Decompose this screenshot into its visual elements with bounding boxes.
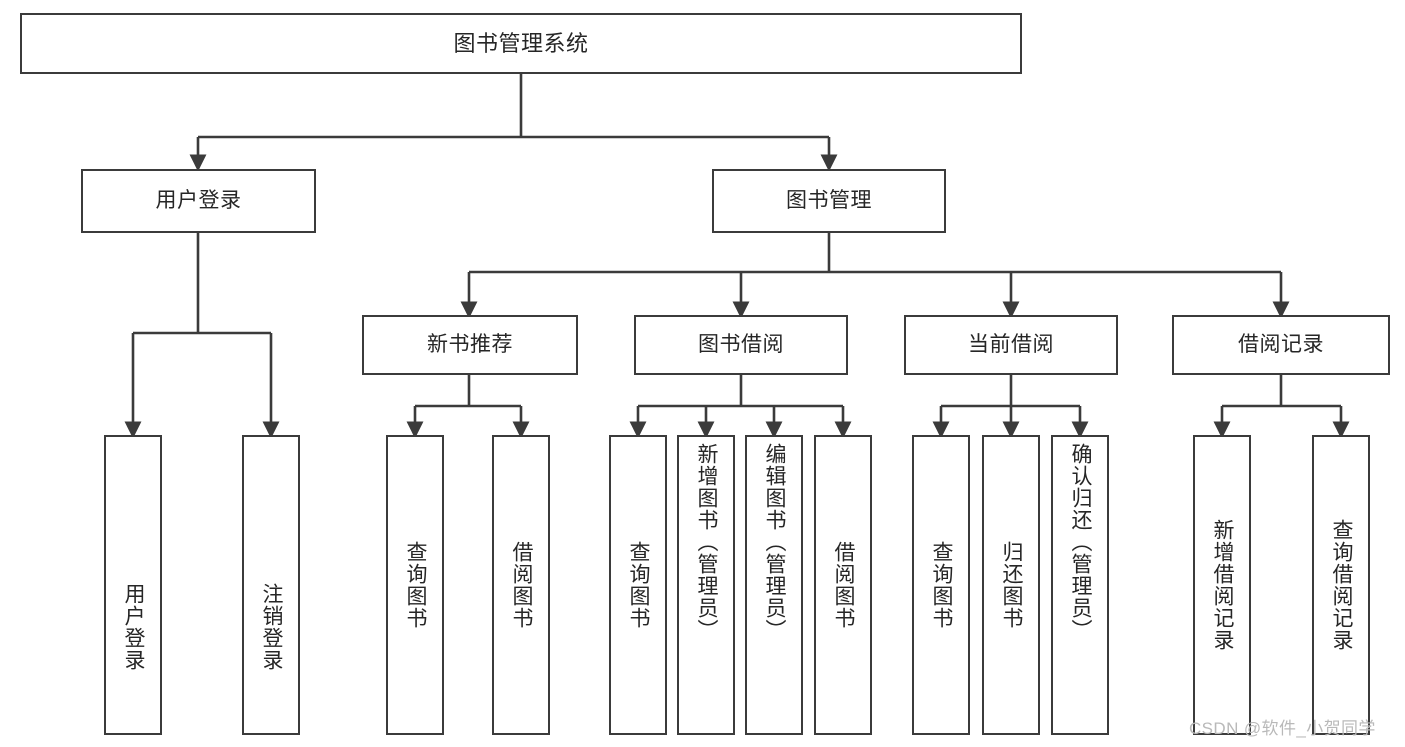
node-label: 借阅图书 bbox=[510, 541, 534, 629]
leaf-query-book-borrow[interactable]: 查询图书 bbox=[609, 435, 667, 735]
node-label: 查询图书 bbox=[627, 541, 651, 629]
leaf-query-book-current[interactable]: 查询图书 bbox=[912, 435, 970, 735]
leaf-logout-login[interactable]: 注销登录 bbox=[242, 435, 300, 735]
leaf-query-book-recommend[interactable]: 查询图书 bbox=[386, 435, 444, 735]
node-label: 归还图书 bbox=[1000, 541, 1024, 629]
node-borrow-record[interactable]: 借阅记录 bbox=[1172, 315, 1390, 375]
node-current-borrow[interactable]: 当前借阅 bbox=[904, 315, 1118, 375]
node-label: 用户登录 bbox=[155, 188, 242, 212]
node-label: 图书借阅 bbox=[698, 332, 784, 356]
leaf-user-login[interactable]: 用户登录 bbox=[104, 435, 162, 735]
node-label: 新增图书（管理员） bbox=[695, 443, 719, 641]
node-book-borrow[interactable]: 图书借阅 bbox=[634, 315, 848, 375]
node-label: 编辑图书（管理员） bbox=[763, 443, 787, 641]
node-label: 新书推荐 bbox=[427, 332, 513, 356]
leaf-edit-book-admin[interactable]: 编辑图书（管理员） bbox=[745, 435, 803, 735]
node-label: 图书管理 bbox=[786, 188, 872, 212]
node-label: 查询图书 bbox=[404, 541, 428, 629]
watermark-text: CSDN @软件_小贺同学 bbox=[1189, 719, 1376, 738]
leaf-add-book-admin[interactable]: 新增图书（管理员） bbox=[677, 435, 735, 735]
node-label: 当前借阅 bbox=[968, 332, 1054, 356]
leaf-return-book[interactable]: 归还图书 bbox=[982, 435, 1040, 735]
leaf-borrow-book-borrow[interactable]: 借阅图书 bbox=[814, 435, 872, 735]
node-label: 确认归还（管理员） bbox=[1069, 443, 1093, 641]
node-label: 图书管理系统 bbox=[453, 30, 589, 56]
node-root-book-management-system[interactable]: 图书管理系统 bbox=[20, 13, 1022, 74]
node-label: 新增借阅记录 bbox=[1211, 519, 1235, 651]
node-user-login[interactable]: 用户登录 bbox=[81, 169, 316, 233]
leaf-add-borrow-record[interactable]: 新增借阅记录 bbox=[1193, 435, 1251, 735]
node-book-management[interactable]: 图书管理 bbox=[712, 169, 946, 233]
leaf-borrow-book-recommend[interactable]: 借阅图书 bbox=[492, 435, 550, 735]
leaf-query-borrow-record[interactable]: 查询借阅记录 bbox=[1312, 435, 1370, 735]
node-label: 借阅记录 bbox=[1238, 332, 1324, 356]
leaf-confirm-return-admin[interactable]: 确认归还（管理员） bbox=[1051, 435, 1109, 735]
node-new-book-recommend[interactable]: 新书推荐 bbox=[362, 315, 578, 375]
node-label: 用户登录 bbox=[122, 583, 146, 671]
node-label: 借阅图书 bbox=[832, 541, 856, 629]
node-label: 查询图书 bbox=[930, 541, 954, 629]
node-label: 查询借阅记录 bbox=[1330, 519, 1354, 651]
node-label: 注销登录 bbox=[260, 583, 284, 671]
